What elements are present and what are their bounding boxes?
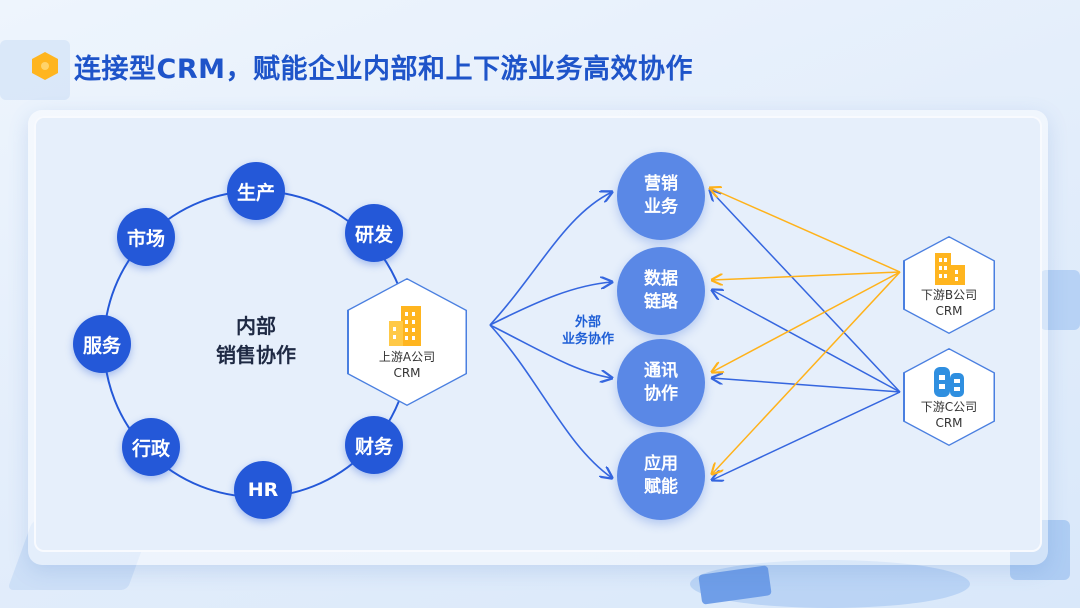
upstream-crm: CRM <box>393 366 421 380</box>
dept-node-rnd: 研发 <box>345 204 403 262</box>
buildings-icon <box>935 253 965 285</box>
business-label: 营销 <box>644 174 678 194</box>
business-label: 数据 <box>644 269 678 289</box>
business-label: 业务 <box>644 197 678 217</box>
dept-node-production: 生产 <box>227 162 285 220</box>
external-label-line1: 外部 <box>574 315 601 330</box>
downstream-c-caption: 下游C公司 CRM <box>921 399 977 431</box>
fan-out-arrows <box>489 192 612 478</box>
internal-label-line2: 销售协作 <box>216 343 296 367</box>
business-label: 应用 <box>644 454 678 474</box>
downstream-b-crm: CRM <box>935 304 963 318</box>
dept-node-marketing: 市场 <box>117 208 175 266</box>
downstream-b-arrows <box>710 188 901 474</box>
downstream-b-caption: 下游B公司 CRM <box>921 287 977 319</box>
dept-node-finance: 财务 <box>345 416 403 474</box>
upstream-company-hex: 上游A公司 CRM <box>347 278 467 406</box>
business-node-data: 数据 链路 <box>617 247 705 335</box>
business-node-application: 应用 赋能 <box>617 432 705 520</box>
business-label: 链路 <box>644 292 678 312</box>
content-panel-inner <box>34 116 1042 552</box>
buildings-icon <box>389 306 421 346</box>
buildings-icon <box>934 367 964 397</box>
business-node-communication: 通讯 协作 <box>617 339 705 427</box>
business-label: 赋能 <box>644 477 678 497</box>
downstream-b-name: 下游B公司 <box>920 288 978 302</box>
page-title: 连接型CRM，赋能企业内部和上下游业务高效协作 <box>74 53 693 85</box>
business-label: 协作 <box>644 384 678 404</box>
dept-node-hr: HR <box>234 461 292 519</box>
external-label-line2: 业务协作 <box>561 332 614 347</box>
upstream-company-caption: 上游A公司 CRM <box>379 349 435 381</box>
downstream-c-name: 下游C公司 <box>920 400 978 414</box>
internal-label-line1: 内部 <box>236 314 276 338</box>
dept-node-admin: 行政 <box>122 418 180 476</box>
business-node-marketing: 营销 业务 <box>617 152 705 240</box>
internal-collab-label: 内部 销售协作 <box>196 312 316 370</box>
background-decoration <box>1040 270 1080 330</box>
upstream-name: 上游A公司 <box>378 350 436 364</box>
downstream-c-arrows <box>710 190 901 480</box>
downstream-c-crm: CRM <box>935 416 963 430</box>
title-row: 连接型CRM，赋能企业内部和上下游业务高效协作 <box>32 46 693 86</box>
external-collab-label: 外部 业务协作 <box>550 314 626 348</box>
business-label: 通讯 <box>644 361 678 381</box>
dept-node-service: 服务 <box>73 315 131 373</box>
